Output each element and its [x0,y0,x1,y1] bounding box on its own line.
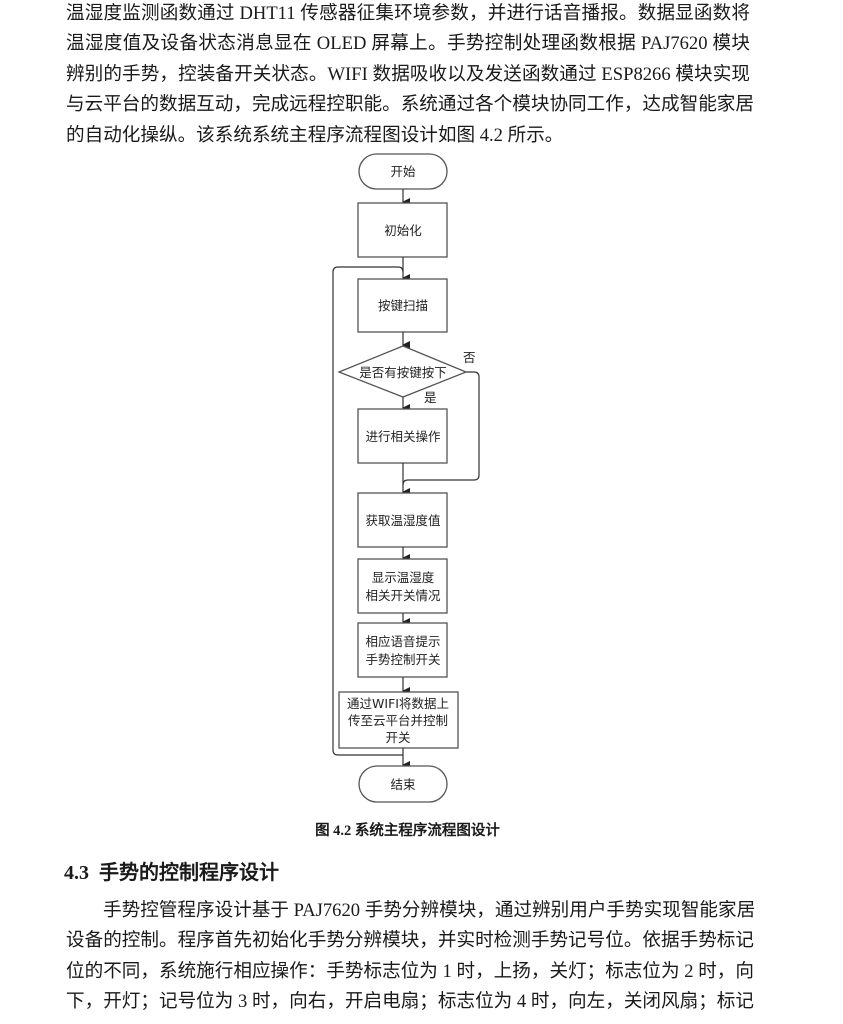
flow-node-end: 结束 [358,765,448,803]
svg-text:开关: 开关 [385,730,410,745]
flow-node-get-temp: 获取温湿度值 [357,492,448,548]
svg-text:开始: 开始 [390,164,416,179]
intro-paragraph: 温湿度监测函数通过 DHT11 传感器征集环境参数，并进行话音播报。数据显函数将… [66,0,754,151]
figure-caption: 图 4.2 系统主程序流程图设计 [315,823,500,839]
text-line: 温湿度值及设备状态消息显在 OLED 屏幕上。手势控制处理函数根据 PAJ762… [66,33,750,55]
flow-node-wifi: 通过WIFI将数据上 传至云平台并控制 开关 [338,691,459,749]
yes-label: 是 [424,390,437,405]
section-number: 4.3 [64,862,89,884]
text-line: 温湿度监测函数通过 DHT11 传感器征集环境参数，并进行话音播报。数据显函数将 [66,3,750,24]
svg-text:按键扫描: 按键扫描 [378,298,428,313]
svg-text:显示温湿度: 显示温湿度 [372,570,435,585]
section-title: 手势的控制程序设计 [99,860,279,884]
svg-text:传至云平台并控制: 传至云平台并控制 [348,713,448,728]
svg-text:手势控制开关: 手势控制开关 [365,652,440,667]
text-line: 辨别的手势，控装备开关状态。WIFI 数据吸收以及发送函数通过 ESP8266 … [66,63,750,85]
svg-text:进行相关操作: 进行相关操作 [365,429,441,444]
svg-text:通过WIFI将数据上: 通过WIFI将数据上 [347,696,449,711]
flow-node-operate: 进行相关操作 [357,408,448,464]
body-paragraph: 手势控管程序设计基于 PAJ7620 手势分辨模块，通过辨别用户手势实现智能家居… [66,896,756,1018]
flow-node-init: 初始化 [357,202,448,258]
svg-text:结束: 结束 [390,777,416,792]
text-line: 设备的控制。程序首先初始化手势分辨模块，并实时检测手势记号位。依据手势标记 [66,930,754,952]
flow-node-decision: 是否有按键按下 [337,345,468,398]
svg-text:是否有按键按下: 是否有按键按下 [359,365,447,380]
flow-node-scan: 按键扫描 [357,278,448,333]
flow-node-voice: 相应语音提示 手势控制开关 [357,622,448,678]
svg-text:相应语音提示: 相应语音提示 [365,634,440,649]
text-line: 位的不同，系统施行相应操作：手势标志位为 1 时，上扬，关灯；标志位为 2 时，… [66,960,754,982]
svg-text:相关开关情况: 相关开关情况 [365,588,441,603]
flow-no-branch [402,371,480,486]
text-line: 与云平台的数据互动，完成远程控职能。系统通过各个模块协同工作，达成智能家居 [66,94,754,116]
svg-text:获取温湿度值: 获取温湿度值 [365,513,440,528]
no-label: 否 [463,350,476,365]
flowchart: 开始 初始化 按键扫描 是否有按键按下 否 是 进行相关操作 获取温湿度值 显示… [332,153,480,803]
text-line: 手势控管程序设计基于 PAJ7620 手势分辨模块，通过辨别用户手势实现智能家居 [103,900,756,921]
section-heading: 4.3 手势的控制程序设计 [64,856,279,885]
svg-text:初始化: 初始化 [384,223,422,238]
text-line: 的自动化操纵。该系统系统主程序流程图设计如图 4.2 所示。 [66,124,564,146]
flow-node-start: 开始 [358,153,448,190]
flow-node-display: 显示温湿度 相关开关情况 [357,558,448,614]
text-line: 下，开灯；记号位为 3 时，向右，开启电扇；标志位为 4 时，向左，关闭风扇；标… [66,991,754,1013]
flow-loop-back [332,266,404,756]
